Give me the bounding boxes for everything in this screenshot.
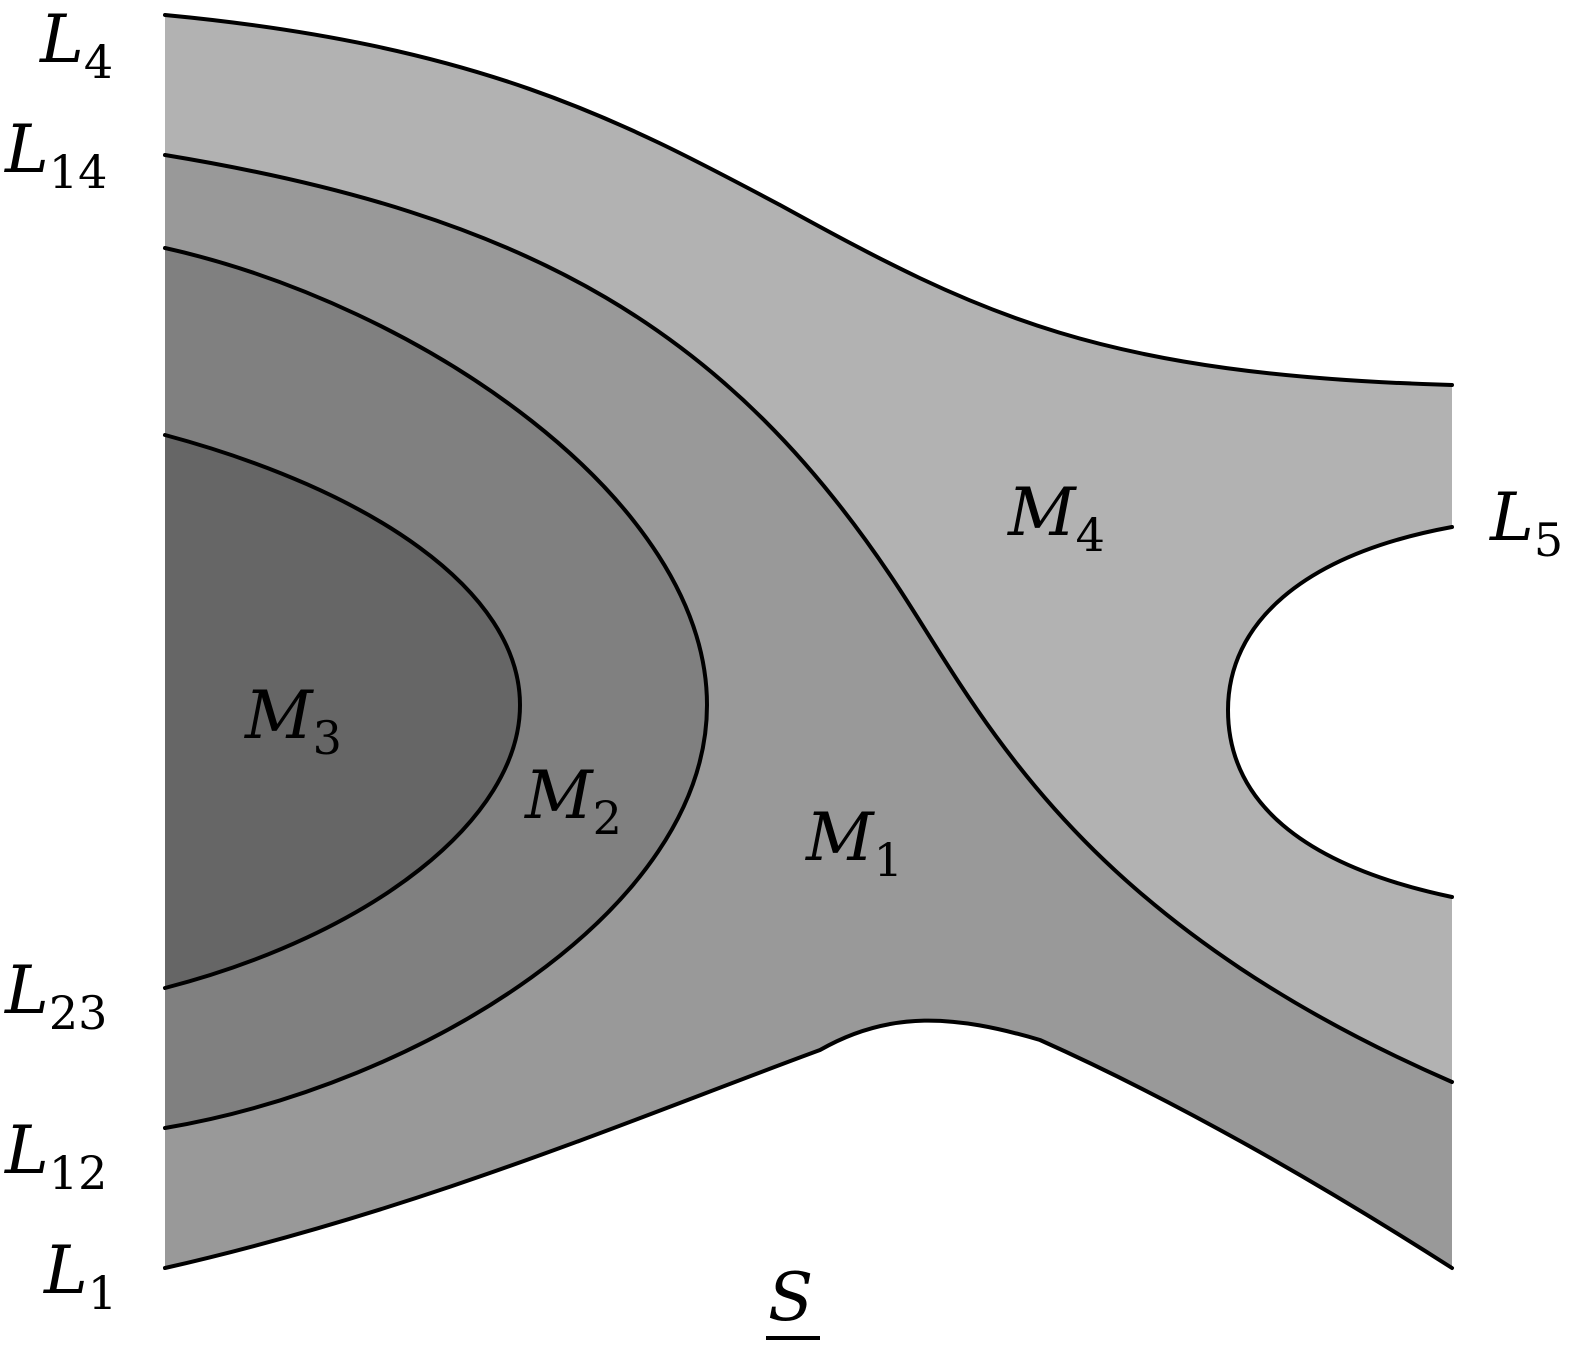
label-m3: M3 — [244, 677, 342, 765]
label-m1: M1 — [805, 799, 903, 887]
label-m2: M2 — [524, 757, 622, 845]
label-m4: M4 — [1007, 474, 1105, 562]
curve-l12 — [163, 246, 709, 1130]
curve-l5 — [1226, 525, 1454, 899]
region-m3 — [165, 435, 520, 988]
label-l4: L4 — [39, 1, 113, 89]
curve-l4 — [163, 13, 1454, 387]
label-l23: L23 — [4, 952, 107, 1040]
label-l5: L5 — [1489, 479, 1563, 567]
label-l14: L14 — [4, 111, 107, 199]
label-s: S — [768, 1259, 813, 1336]
curve-l1 — [163, 1018, 1454, 1270]
label-l1: L1 — [43, 1232, 117, 1320]
curve-l14 — [163, 153, 1454, 1084]
label-l12: L12 — [4, 1112, 107, 1200]
curve-l23 — [163, 433, 522, 990]
